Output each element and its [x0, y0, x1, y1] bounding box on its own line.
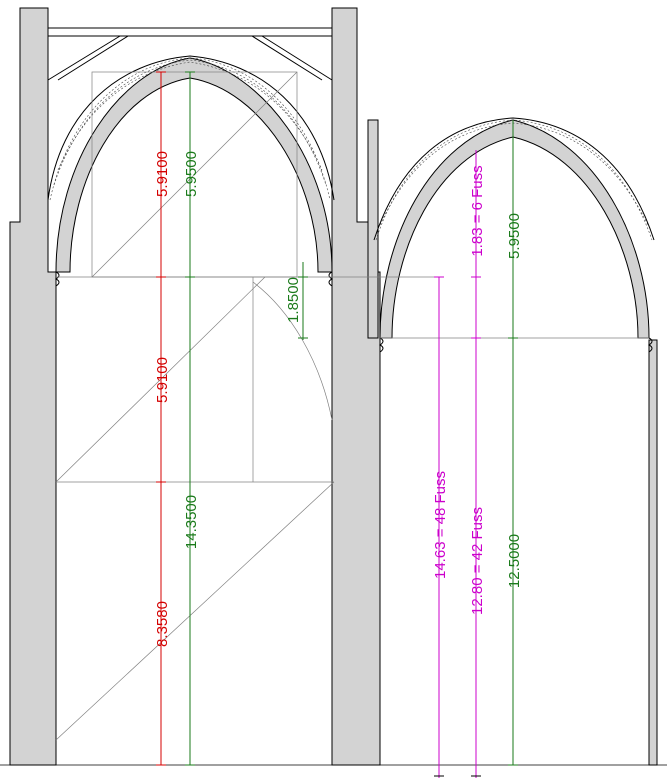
nave-rib-band: [55, 57, 333, 273]
green-aisle-dimension-line: [508, 120, 518, 766]
green-nave-lower-label: 14.3500: [183, 495, 200, 549]
piers: [9, 7, 658, 766]
left-outer-pier: [9, 7, 57, 766]
center-capital: [328, 271, 333, 287]
red-middle-label: 5.9100: [154, 357, 171, 403]
red-lower-label: 8.3580: [154, 601, 171, 647]
left-capital: [55, 271, 60, 287]
right-upper-wall: [367, 119, 379, 339]
magenta-total-label: 14.63 = 48 Fuss: [432, 471, 449, 579]
magenta-aisle-dimension-line: [471, 150, 481, 778]
capitals: [55, 271, 653, 353]
aisle-outer-curve: [373, 117, 655, 241]
green-nave-dimension-line: [185, 71, 195, 766]
green-nave-arch-label: 5.9500: [183, 151, 200, 197]
green-aisle-lower-label: 12.5000: [506, 534, 523, 588]
nave-web-lines: [49, 57, 331, 201]
green-nave-step-label: 1.8500: [285, 277, 302, 323]
green-step-dimension-line: [298, 262, 308, 340]
nave-outer-curve: [47, 55, 335, 201]
nave-vault: [47, 55, 335, 273]
green-aisle-arch-label: 5.9500: [506, 213, 523, 259]
magenta-lower-label: 12.80 = 42 Fuss: [469, 507, 486, 615]
magenta-aisle-arch-label: 1.83 = 6 Fuss: [469, 165, 486, 256]
red-dimension-line: [156, 71, 166, 766]
right-outer-wall: [648, 339, 658, 766]
roof-truss: [47, 27, 333, 81]
right-capital: [648, 337, 653, 353]
center-right-capital: [379, 337, 384, 353]
magenta-total-dimension-line: [434, 276, 444, 778]
red-upper-label: 5.9100: [154, 151, 171, 197]
